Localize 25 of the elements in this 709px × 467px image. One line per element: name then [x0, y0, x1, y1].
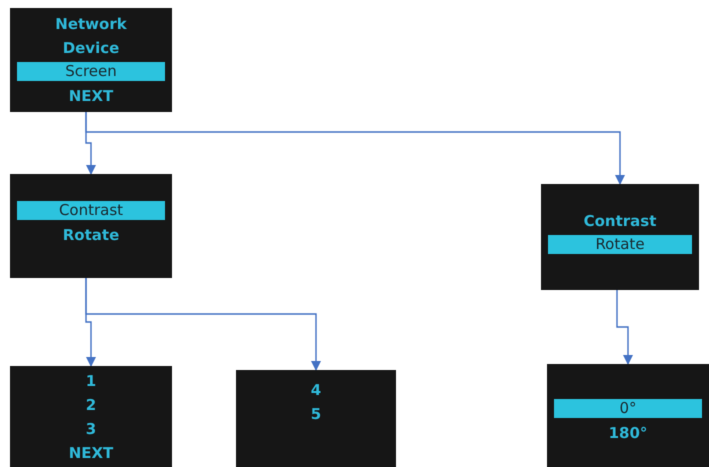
screen-display: [236, 370, 396, 467]
highlighted-menu-item: Screen: [17, 62, 165, 81]
menu-item-text: 3: [86, 419, 96, 440]
screen-display: [547, 364, 709, 467]
menu-item-text: 5: [310, 404, 322, 425]
menu-item-text: Rotate: [62, 225, 120, 246]
menu-item-text: Contrast: [584, 211, 656, 232]
menu-item-text: Device: [62, 38, 120, 59]
screen-display: [10, 366, 172, 467]
menu-item-text: Network: [55, 14, 127, 35]
menu-item-text: 4: [310, 380, 322, 401]
highlighted-menu-item: 0°: [554, 399, 702, 418]
arrow: [616, 290, 633, 365]
menu-item-text: NEXT: [68, 86, 114, 107]
menu-item-text: 1: [86, 371, 96, 392]
menu-item-text: NEXT: [68, 443, 114, 464]
highlighted-menu-item: Contrast: [17, 201, 165, 220]
screen-display: [10, 174, 172, 278]
highlighted-menu-item: Rotate: [548, 235, 692, 254]
screen-display: [541, 184, 699, 290]
menu-item-text: 180°: [608, 423, 648, 444]
arrow: [85, 278, 321, 371]
screen-display: [10, 8, 172, 112]
menu-item-text: 2: [86, 395, 96, 416]
arrow: [85, 112, 625, 185]
